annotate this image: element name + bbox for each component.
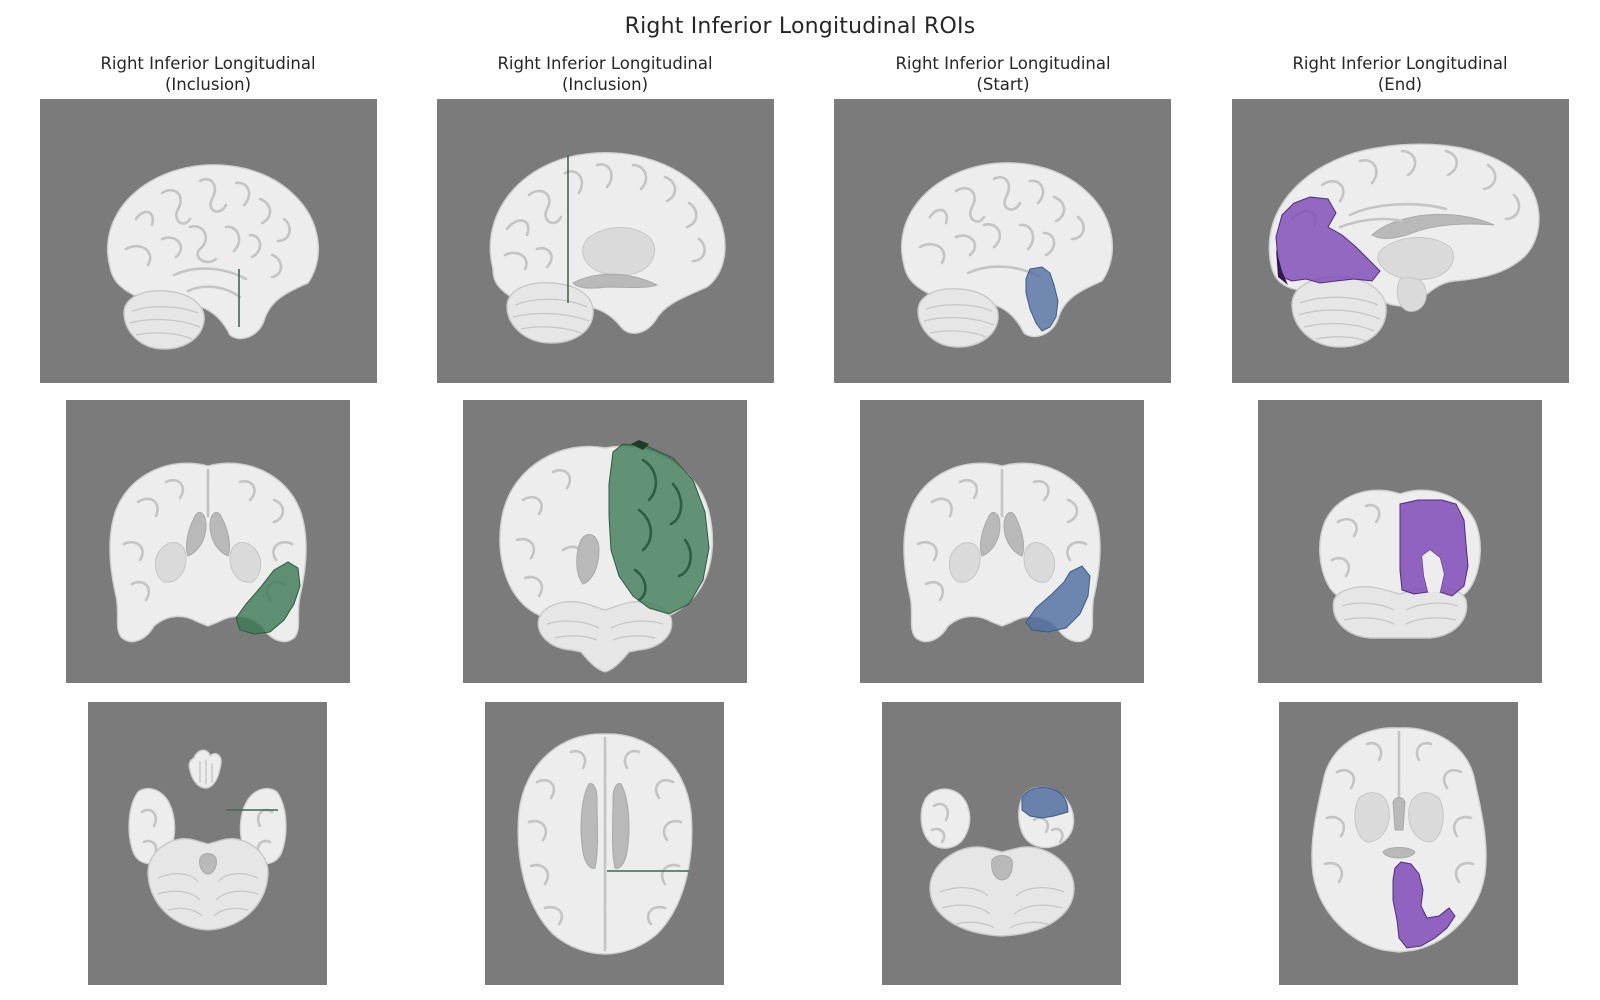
panel-coronal-inclusion-1 (66, 400, 350, 683)
roi-inclusion-region (235, 561, 301, 635)
panel-sagittal-end (1232, 99, 1569, 383)
column-title-4: Right Inferior Longitudinal (End) (1200, 53, 1600, 95)
panel-coronal-start (860, 400, 1144, 683)
roi-end-region (1392, 861, 1456, 949)
column-title-4-line1: Right Inferior Longitudinal (1292, 54, 1508, 73)
column-title-3-line2: (Start) (976, 75, 1030, 94)
panel-sagittal-inclusion-2 (437, 99, 774, 383)
axial-slice-image (128, 749, 287, 931)
sagittal-slice-image (489, 152, 726, 344)
column-title-1-line2: (Inclusion) (164, 75, 252, 94)
panel-coronal-inclusion-2 (463, 400, 747, 683)
panel-axial-inclusion-1 (88, 702, 327, 985)
coronal-slice-image (1319, 489, 1481, 639)
panel-axial-start (882, 702, 1121, 985)
column-title-1: Right Inferior Longitudinal (Inclusion) (8, 53, 408, 95)
axial-slice-image (1311, 727, 1487, 953)
roi-end-gap (1422, 550, 1444, 592)
column-title-3-line1: Right Inferior Longitudinal (895, 54, 1111, 73)
panel-sagittal-start (834, 99, 1171, 383)
panel-sagittal-inclusion-1 (40, 99, 377, 383)
panel-axial-inclusion-2 (485, 702, 724, 985)
roi-start-region (1025, 565, 1091, 633)
roi-start-region (1021, 787, 1069, 819)
roi-end-edge (1276, 249, 1288, 285)
axial-slice-image (920, 786, 1075, 937)
column-title-2-line1: Right Inferior Longitudinal (497, 54, 713, 73)
coronal-slice-image (109, 462, 307, 643)
column-title-2-line2: (Inclusion) (561, 75, 649, 94)
sagittal-slice-image (106, 164, 320, 350)
column-title-4-line2: (End) (1377, 75, 1423, 94)
roi-start-region (1025, 266, 1059, 332)
panel-coronal-end (1258, 400, 1542, 683)
coronal-slice-image (903, 462, 1101, 643)
coronal-slice-image (499, 440, 714, 673)
sagittal-slice-image (1268, 143, 1540, 348)
roi-inclusion-edge (631, 440, 649, 450)
column-title-1-line1: Right Inferior Longitudinal (100, 54, 316, 73)
sagittal-slice-image (900, 162, 1114, 348)
column-title-3: Right Inferior Longitudinal (Start) (803, 53, 1203, 95)
column-title-2: Right Inferior Longitudinal (Inclusion) (405, 53, 805, 95)
panel-axial-end (1279, 702, 1518, 985)
figure-title: Right Inferior Longitudinal ROIs (624, 14, 976, 39)
axial-slice-image (517, 733, 693, 955)
